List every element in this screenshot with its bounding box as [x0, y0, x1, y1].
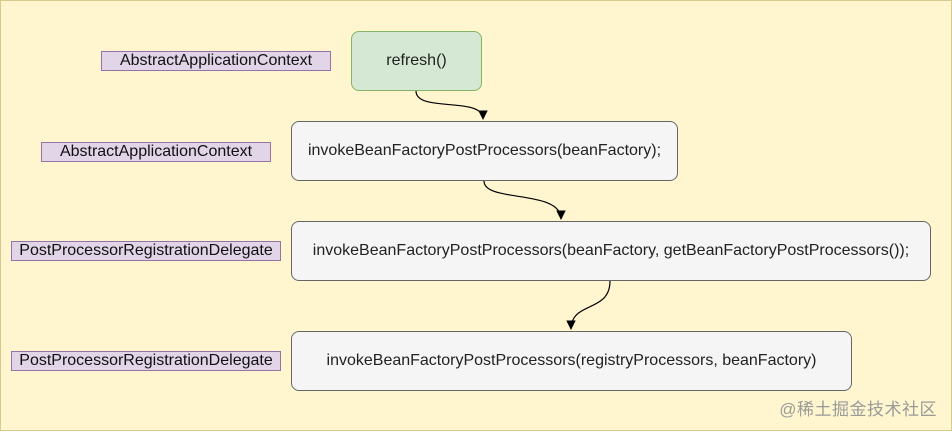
edge-delegate-invoke-to-registry-invoke: [566, 280, 611, 330]
node-invoke-registry-processors: invokeBeanFactoryPostProcessors(registry…: [291, 331, 852, 391]
edge-refresh-to-invoke: [415, 90, 488, 120]
class-label-postprocessor-registration-delegate-2: PostProcessorRegistrationDelegate: [11, 351, 281, 371]
node-delegate-invoke-bean-factory-post-processors: invokeBeanFactoryPostProcessors(beanFact…: [291, 221, 931, 281]
class-label-postprocessor-registration-delegate-1: PostProcessorRegistrationDelegate: [11, 241, 281, 261]
node-invoke-bean-factory-post-processors: invokeBeanFactoryPostProcessors(beanFact…: [291, 121, 678, 181]
watermark: @稀土掘金技术社区: [779, 400, 937, 419]
class-label-abstract-application-context-1: AbstractApplicationContext: [101, 51, 331, 71]
edge-invoke-to-delegate-invoke: [483, 180, 566, 220]
class-label-abstract-application-context-2: AbstractApplicationContext: [41, 142, 271, 162]
node-refresh: refresh(): [351, 31, 482, 91]
